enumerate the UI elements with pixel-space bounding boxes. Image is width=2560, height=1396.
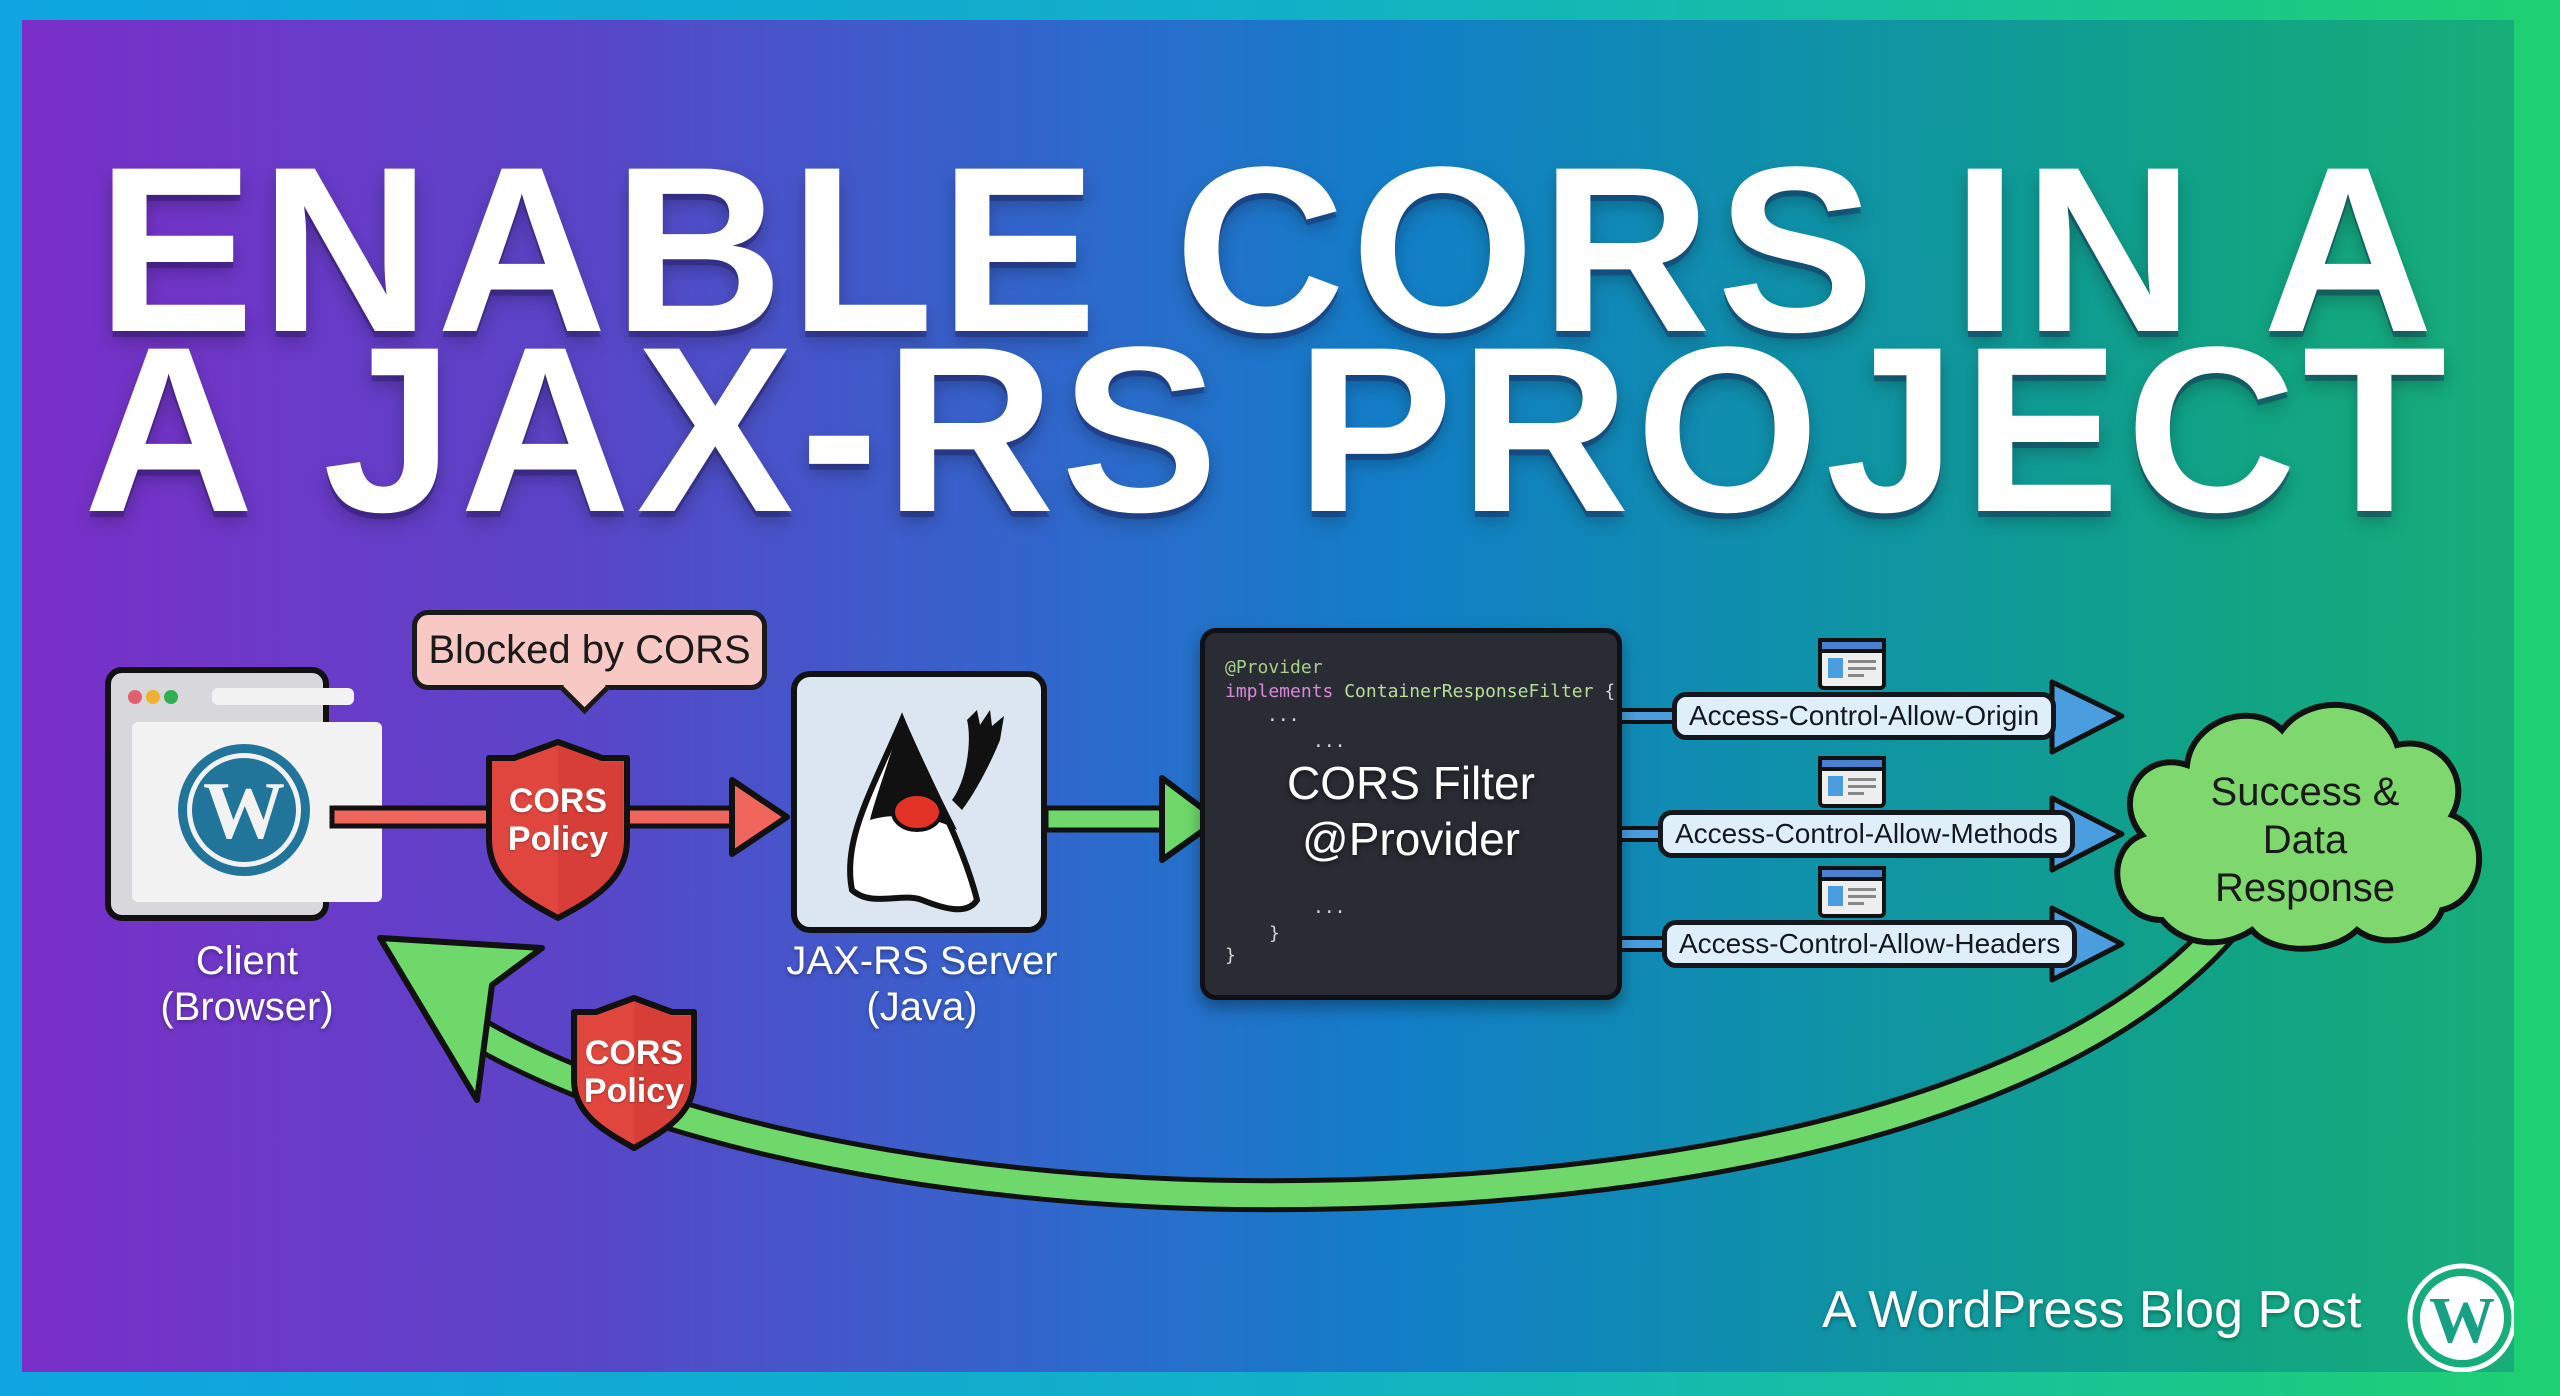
title-line-2: A JAX-RS PROJECT	[83, 298, 2453, 562]
thumbnail-canvas: ENABLE CORS IN A A JAX-RS PROJECT W	[22, 20, 2514, 1372]
window-maximize-dot	[164, 690, 178, 704]
browser-window-icon	[1818, 638, 1886, 690]
footer-caption: A WordPress Blog Post	[1822, 1281, 2362, 1339]
server-to-filter-arrow	[1043, 775, 1221, 863]
svg-text:W: W	[2429, 1284, 2495, 1357]
header-allow-origin: Access-Control-Allow-Origin	[1672, 692, 2057, 740]
header-allow-headers: Access-Control-Allow-Headers	[1662, 920, 2078, 968]
cors-filter-code-box: @Provider implements ContainerResponseFi…	[1200, 628, 1622, 1000]
java-duke-icon	[847, 710, 1004, 913]
success-cloud	[2114, 702, 2483, 952]
code-class-declaration: implements ContainerResponseFilter {	[1225, 681, 1616, 702]
cors-filter-title: CORS Filter @Provider	[1287, 757, 1535, 865]
success-response-label: Success & Data Response	[2210, 770, 2400, 910]
browser-window-icon	[1818, 866, 1886, 918]
shield-icon	[486, 739, 630, 921]
server-label: JAX-RS Server (Java)	[786, 939, 1058, 1029]
response-shield-label: CORS Policy	[583, 1034, 685, 1110]
wordpress-logo-icon: W	[178, 744, 310, 876]
window-minimize-dot	[146, 690, 160, 704]
code-annotation: @Provider	[1225, 657, 1323, 678]
wordpress-logo-icon: W	[2407, 1263, 2514, 1372]
request-shield-label: CORS Policy	[507, 782, 609, 858]
cors-flow-diagram: W	[105, 638, 2514, 1372]
svg-text:W: W	[203, 765, 285, 856]
header-allow-methods: Access-Control-Allow-Methods	[1658, 810, 2075, 858]
title-line-1: ENABLE CORS IN A	[96, 118, 2440, 382]
window-close-dot	[128, 690, 142, 704]
client-label: Client (Browser)	[160, 939, 334, 1029]
shield-icon	[571, 995, 697, 1151]
browser-window-icon	[1818, 756, 1886, 808]
blocked-by-cors-callout: Blocked by CORS	[412, 610, 767, 690]
